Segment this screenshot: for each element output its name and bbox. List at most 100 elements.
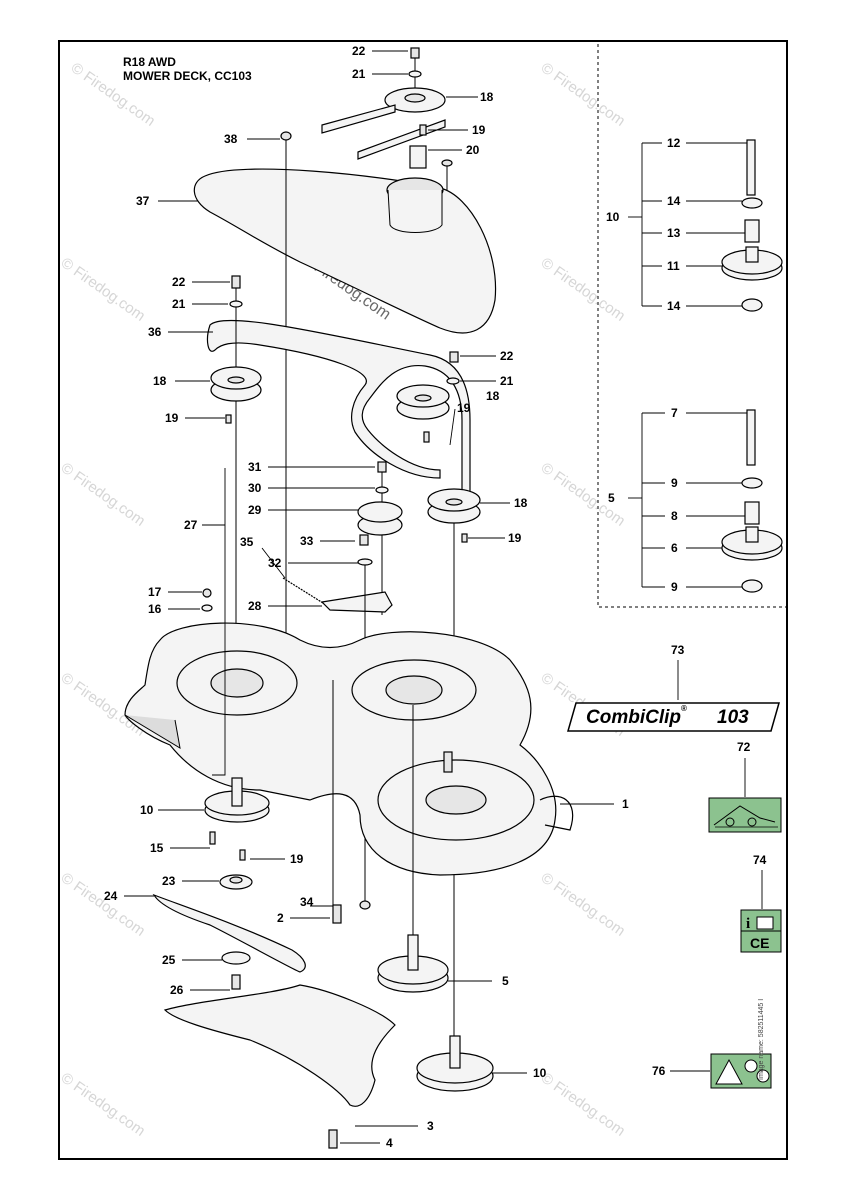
label-20: 20 [466,143,480,157]
label-19: 19 [165,411,179,425]
label-9: 9 [671,476,678,490]
plate-3 [163,984,396,1107]
washer-25 [221,951,251,965]
label-22: 22 [352,44,366,58]
label-23: 23 [162,874,176,888]
label-1: 1 [622,797,629,811]
label-25: 25 [162,953,176,967]
middle-pulley-group [396,351,460,443]
label-3: 3 [427,1119,434,1133]
label-14: 14 [667,299,681,313]
label-19: 19 [472,123,486,137]
label-76: 76 [652,1064,666,1078]
watermark-text: © Firedog.com [58,869,149,939]
label-19: 19 [457,401,471,415]
label-30: 30 [248,481,262,495]
info-icon: i [746,916,750,932]
watermark-text: © Firedog.com [58,254,149,324]
combiclip-reg: ® [681,704,687,713]
belt-cover-37 [193,168,497,334]
decal-72 [708,797,782,833]
washer-21-top [408,70,422,78]
section-title: MOWER DECK, CC103 [123,69,252,83]
drive-belt-36 [206,319,471,506]
watermark-text: © Firedog.com [538,1069,629,1139]
shaft-7 [746,409,756,466]
blade-24 [152,893,306,973]
combiclip-number: 103 [717,707,749,728]
belt-segment [321,104,396,134]
bolt-26 [231,974,241,990]
model-title: R18 AWD [123,55,176,69]
watermark-text: © Firedog.com [538,59,629,129]
spacer-13 [744,219,760,243]
label-6: 6 [671,541,678,555]
inset-spindle-5 [721,409,783,593]
label-26: 26 [170,983,184,997]
watermark-text: © Firedog.com [68,59,159,129]
decal-74: i CE [740,909,782,953]
label-73: 73 [671,643,685,657]
label-32: 32 [268,556,282,570]
left-pulley-group [210,275,262,700]
label-17: 17 [148,585,162,599]
bolt-4 [328,1129,338,1149]
label-18: 18 [480,90,494,104]
label-38: 38 [224,132,238,146]
label-10: 10 [533,1066,547,1080]
label-28: 28 [248,599,262,613]
spacer-8 [744,501,760,525]
spacer-20 [409,145,427,169]
label-5: 5 [502,974,509,988]
combiclip-decal: CombiClip ® 103 [567,702,780,732]
label-18: 18 [514,496,528,510]
label-5-inset: 5 [608,491,615,505]
spindle-10-bottom [416,1035,494,1092]
label-10: 10 [140,803,154,817]
nut-38 [280,131,292,141]
diagram-frame [58,40,788,1160]
bearing-14-top [741,197,763,209]
label-21: 21 [352,67,366,81]
watermark-text: © Firedog.com [538,254,629,324]
label-4: 4 [386,1136,393,1150]
label-19: 19 [290,852,304,866]
label-18: 18 [153,374,167,388]
label-22: 22 [172,275,186,289]
watermark-text: © Firedog.com [58,459,149,529]
label-14: 14 [667,194,681,208]
bolt-34 [332,904,342,924]
label-36: 36 [148,325,162,339]
shaft-12 [746,139,756,196]
label-9: 9 [671,580,678,594]
label-2: 2 [277,911,284,925]
mower-deck-1 [124,622,557,876]
label-13: 13 [667,226,681,240]
label-27: 27 [184,518,198,532]
image-code: Image name: 582511445 I [758,998,765,1080]
spindle-10-left [204,777,270,861]
label-74: 74 [753,853,767,867]
label-10-inset: 10 [606,210,620,224]
label-11: 11 [667,259,680,273]
bearing-14-bottom [741,298,763,312]
bolt-22-top [410,47,420,59]
label-16: 16 [148,602,162,616]
leader-lines [124,50,763,1144]
bearing-9-top [741,477,763,489]
inset-divider [597,44,788,608]
label-24: 24 [104,889,118,903]
label-35: 35 [240,535,254,549]
label-29: 29 [248,503,262,517]
inset-spindle-10 [721,139,783,312]
ce-mark: CE [750,935,769,951]
label-15: 15 [150,841,164,855]
combiclip-brand: CombiClip [586,707,681,728]
label-22: 22 [500,349,514,363]
idler-group [201,461,403,905]
spring-35 [282,577,324,604]
label-7: 7 [671,406,678,420]
label-37: 37 [136,194,150,208]
decal-76 [710,1053,772,1089]
